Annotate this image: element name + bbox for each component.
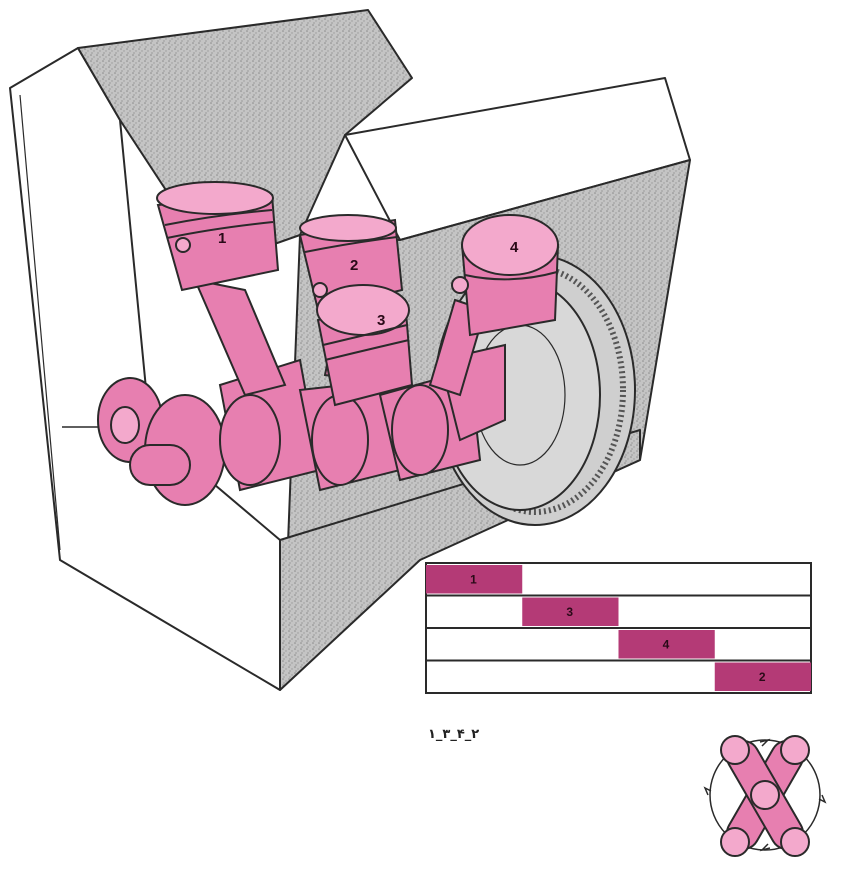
firing-order-table: 1 3 4 2	[425, 562, 812, 694]
piston-3	[316, 284, 414, 407]
piston-3-label: 3	[377, 312, 385, 329]
piston-4-label: 4	[510, 239, 519, 256]
piston-1-label: 1	[218, 230, 226, 247]
left-bank-top	[77, 9, 413, 266]
firing-stroke-label-4: 4	[663, 637, 670, 651]
firing-order-text: ۱_۳_۴_۲	[428, 727, 479, 742]
firing-stroke-label-2: 2	[759, 670, 766, 684]
piston-2-label: 2	[350, 257, 358, 274]
firing-stroke-label-3: 3	[566, 605, 573, 619]
firing-stroke-cell-1	[426, 565, 523, 594]
piston-4	[451, 214, 560, 337]
firing-stroke-label-1: 1	[470, 572, 477, 586]
crank-symbol-icon	[703, 735, 827, 857]
firing-stroke-cell-3	[522, 597, 619, 626]
firing-stroke-cell-4	[618, 630, 715, 659]
firing-stroke-cell-2	[714, 662, 811, 691]
piston-1	[156, 181, 280, 292]
